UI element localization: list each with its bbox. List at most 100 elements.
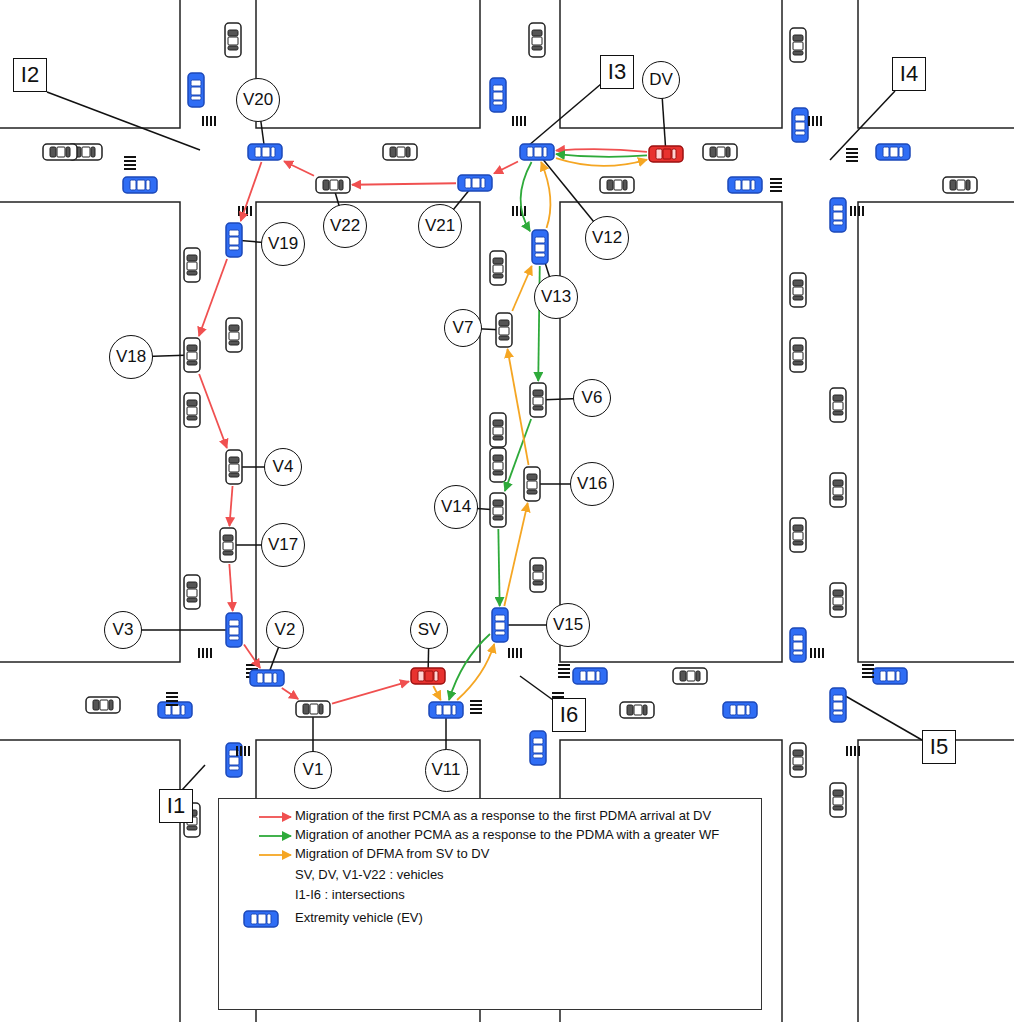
leader-line [47,92,200,150]
crosswalk [512,206,526,216]
vehicle: DV [649,146,683,162]
crosswalk [198,648,212,658]
legend-text: I1-I6 : intersections [295,887,405,902]
car-window [229,246,239,250]
car-body [226,318,242,352]
car-window [793,296,803,300]
crosswalk-stripe [166,700,178,702]
vehicle-label: V1 [294,751,332,789]
car-roof [833,797,843,805]
crosswalk-stripe [770,178,782,180]
crosswalk-stripe [166,692,178,694]
crosswalk-stripe [770,182,782,184]
vehicle-name: V17 [268,535,298,555]
car-roof [535,244,545,252]
car-window [495,631,505,635]
car-body [184,248,200,282]
crosswalk-stripe [552,692,564,694]
car-icon [530,558,546,592]
extremity-vehicle: V2 [250,670,284,686]
car-roof [57,147,65,157]
vehicle-label: V15 [546,603,590,647]
car-roof [793,642,803,650]
crosswalk-stripe [202,116,204,126]
car-icon [830,583,846,617]
vehicle-label: V2 [266,611,304,649]
vehicle-name: DV [649,70,673,90]
vehicle-name: V6 [582,388,603,408]
car-icon [184,575,200,609]
vehicle-name: V1 [303,760,324,780]
vehicle: V18 [184,338,200,372]
car-window [228,46,238,50]
car-roof [187,262,197,270]
car-icon [226,743,242,777]
car-body [876,144,910,160]
crosswalk-stripe [240,746,242,756]
crosswalk-stripe [846,156,858,158]
car-body [723,702,757,718]
car-window [793,345,803,351]
car-window [418,671,424,681]
car-body [620,702,654,718]
crosswalk-stripe [812,116,814,126]
car-icon [458,175,492,191]
car-icon [158,702,192,718]
migration-arrow [229,486,232,526]
car-icon [524,467,540,501]
car-roof [137,180,145,190]
crosswalk [124,156,136,170]
crosswalk-stripe [520,116,522,126]
vehicle-name: V7 [453,318,474,338]
car-window [339,180,343,190]
intersection-box: I1 [159,789,193,823]
migration-arrow [556,149,647,152]
car-icon [429,702,463,718]
extremity-vehicle: V15 [492,608,508,642]
crosswalk-stripe [858,746,860,756]
vehicle-label: V20 [236,78,280,122]
car-body [316,177,350,193]
car-window [493,258,503,264]
car-window [793,750,803,756]
crosswalk-stripe [846,160,858,162]
crosswalk-stripe [808,116,810,126]
car-body [520,144,554,160]
car-shape [220,528,236,562]
car-body [220,528,236,562]
car-body [226,743,242,777]
car-icon [496,313,512,347]
car-icon [296,701,330,717]
migration-arrows [199,149,647,703]
car-roof [191,87,201,95]
car-icon [830,198,846,232]
car-roof [533,397,543,405]
migration-arrow [457,644,494,700]
car-roof [717,147,725,157]
vehicle-label: V16 [570,462,614,506]
car-roof [957,180,965,190]
vehicle: V22 [316,177,350,193]
car-roof [795,122,805,130]
car-body [490,78,506,112]
vehicle-name: V2 [275,620,296,640]
crosswalk-stripe [558,664,570,666]
crosswalk-stripe [198,648,200,658]
car-icon [790,273,806,307]
vehicle: V1 [296,701,330,717]
car-window [833,205,843,211]
vehicle-label: V17 [261,523,305,567]
car-body [226,613,242,647]
vehicle-name: V11 [432,760,461,780]
car-roof [887,671,895,681]
car-roof [258,914,266,924]
car-window [623,180,627,190]
city-block [858,740,1014,1022]
car-window [896,671,900,681]
crosswalk [770,178,782,192]
car-roof [229,237,239,245]
car-shape [520,144,554,160]
crosswalk [508,648,522,658]
crosswalk-stripe [810,648,812,658]
car-roof [100,700,108,710]
